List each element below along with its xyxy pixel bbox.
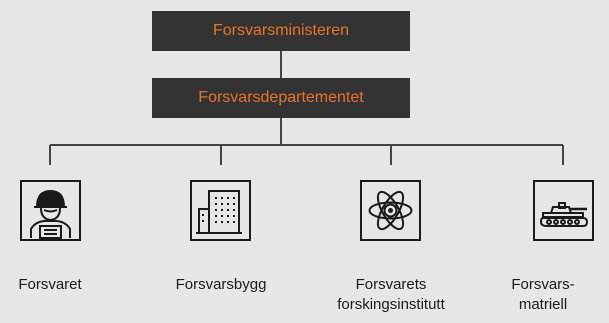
atom-icon bbox=[368, 190, 413, 231]
unit-label-ffi: Forsvarets forskingsinstitutt bbox=[306, 275, 476, 315]
building-icon bbox=[196, 190, 242, 234]
ministry-box: Forsvarsministeren bbox=[152, 11, 410, 51]
unit-label-line: forskingsinstitutt bbox=[337, 296, 445, 313]
ministry-label: Forsvarsministeren bbox=[212, 22, 350, 39]
department-label: Forsvarsdepartementet bbox=[198, 89, 364, 106]
unit-label-line: matriell bbox=[518, 296, 568, 313]
unit-frame-forsvarsmateriell bbox=[533, 180, 594, 241]
unit-label-forsvaret: Forsvaret bbox=[0, 275, 135, 295]
department-box: Forsvarsdepartementet bbox=[152, 78, 410, 118]
unit-frame-ffi bbox=[360, 180, 421, 241]
unit-label-line: Forsvarets bbox=[355, 276, 427, 293]
unit-label-forsvarsbygg: Forsvarsbygg bbox=[136, 275, 306, 295]
unit-label-line: Forsvarsbygg bbox=[175, 276, 267, 293]
tank-icon bbox=[539, 202, 589, 227]
unit-frame-forsvarsbygg bbox=[190, 180, 251, 241]
unit-label-forsvarsmateriell: Forsvars- matriell bbox=[478, 275, 608, 315]
unit-frame-forsvaret bbox=[20, 180, 81, 241]
soldier-icon bbox=[30, 189, 71, 239]
unit-label-line: Forsvaret bbox=[18, 276, 82, 293]
unit-label-line: Forsvars- bbox=[511, 276, 575, 293]
